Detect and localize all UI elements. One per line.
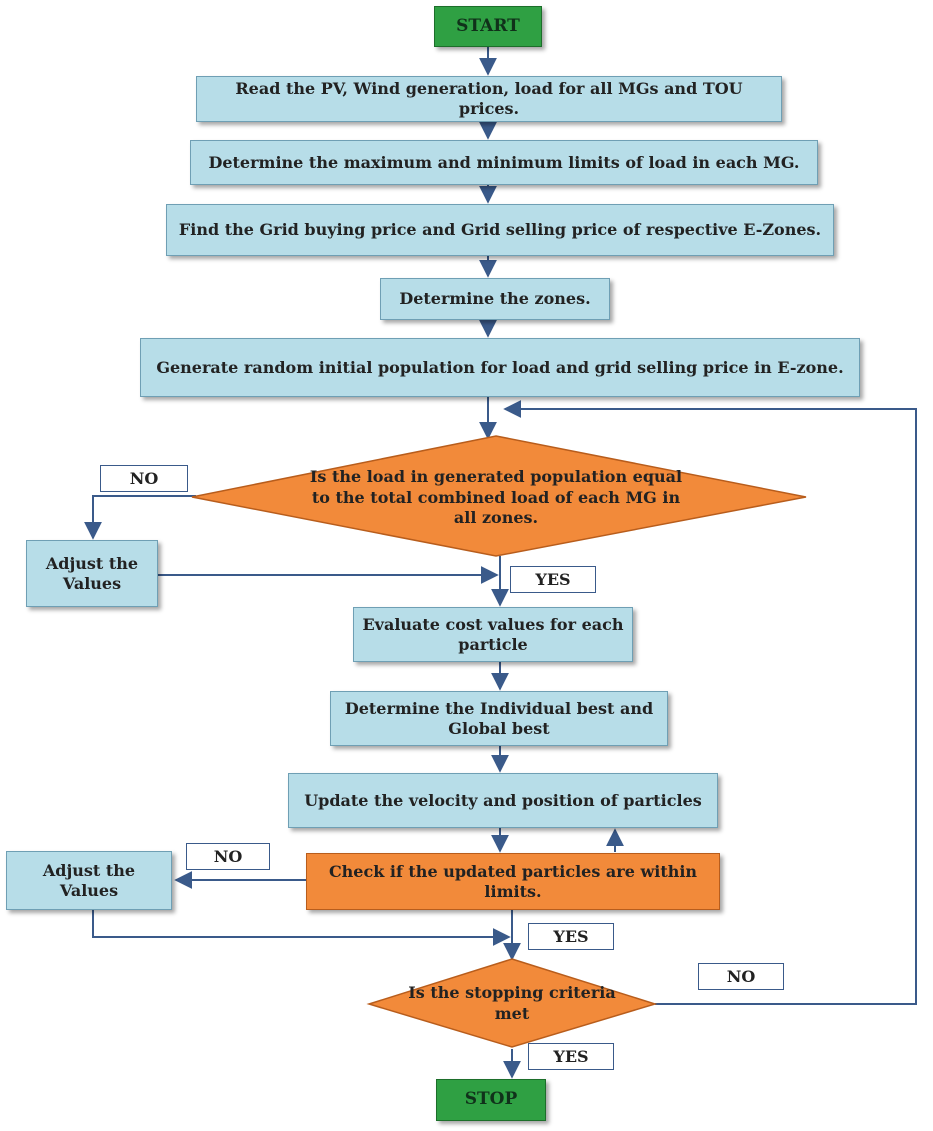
adjust-values-label-2: Adjust the Values bbox=[42, 860, 136, 900]
start-label: START bbox=[456, 15, 520, 36]
arrow-adjust-2-to-main bbox=[92, 910, 511, 946]
stop-label: STOP bbox=[464, 1089, 518, 1110]
determine-limits-box: Determine the maximum and minimum limits… bbox=[190, 140, 818, 185]
generate-population-label: Generate random initial population for l… bbox=[156, 357, 844, 377]
evaluate-cost-box: Evaluate cost values for each particle bbox=[353, 607, 633, 662]
evaluate-cost-label: Evaluate cost values for each particle bbox=[362, 614, 624, 654]
stopping-check-diamond bbox=[366, 958, 658, 1048]
determine-zones-box: Determine the zones. bbox=[380, 278, 610, 320]
arrow-stopping-loop-back bbox=[503, 400, 917, 1005]
update-velocity-label: Update the velocity and position of part… bbox=[304, 790, 702, 810]
update-velocity-box: Update the velocity and position of part… bbox=[288, 773, 718, 828]
read-inputs-label: Read the PV, Wind generation, load for a… bbox=[235, 79, 743, 118]
no-label-1: NO bbox=[100, 465, 188, 492]
yes-label-1: YES bbox=[510, 566, 596, 593]
limits-check-box: Check if the updated particles are withi… bbox=[306, 853, 720, 910]
find-prices-label: Find the Grid buying price and Grid sell… bbox=[178, 220, 822, 239]
determine-limits-label: Determine the maximum and minimum limits… bbox=[208, 152, 800, 172]
determine-zones-label: Determine the zones. bbox=[399, 289, 591, 308]
limits-check-label: Check if the updated particles are withi… bbox=[328, 861, 698, 901]
adjust-values-box-2: Adjust the Values bbox=[6, 851, 172, 910]
arrow-no-to-adjust-1 bbox=[84, 495, 196, 540]
find-prices-box: Find the Grid buying price and Grid sell… bbox=[166, 204, 834, 256]
adjust-values-box-1: Adjust the Values bbox=[26, 540, 158, 607]
stopping-check-text: Is the stopping criteria met bbox=[408, 983, 616, 1023]
yes-label-3: YES bbox=[528, 1043, 614, 1070]
stop-terminal: STOP bbox=[436, 1079, 546, 1121]
determine-best-box: Determine the Individual best and Global… bbox=[330, 691, 668, 746]
generate-population-box: Generate random initial population for l… bbox=[140, 338, 860, 397]
read-inputs-box: Read the PV, Wind generation, load for a… bbox=[196, 76, 782, 122]
load-check-text: Is the load in generated population equa… bbox=[309, 466, 683, 528]
no-label-3: NO bbox=[698, 963, 784, 990]
yes-label-2: YES bbox=[528, 923, 614, 950]
load-check-diamond bbox=[191, 435, 807, 557]
no-label-2: NO bbox=[186, 843, 270, 870]
determine-best-label: Determine the Individual best and Global… bbox=[344, 698, 654, 738]
start-terminal: START bbox=[434, 6, 542, 47]
adjust-values-label-1: Adjust the Values bbox=[45, 553, 139, 593]
